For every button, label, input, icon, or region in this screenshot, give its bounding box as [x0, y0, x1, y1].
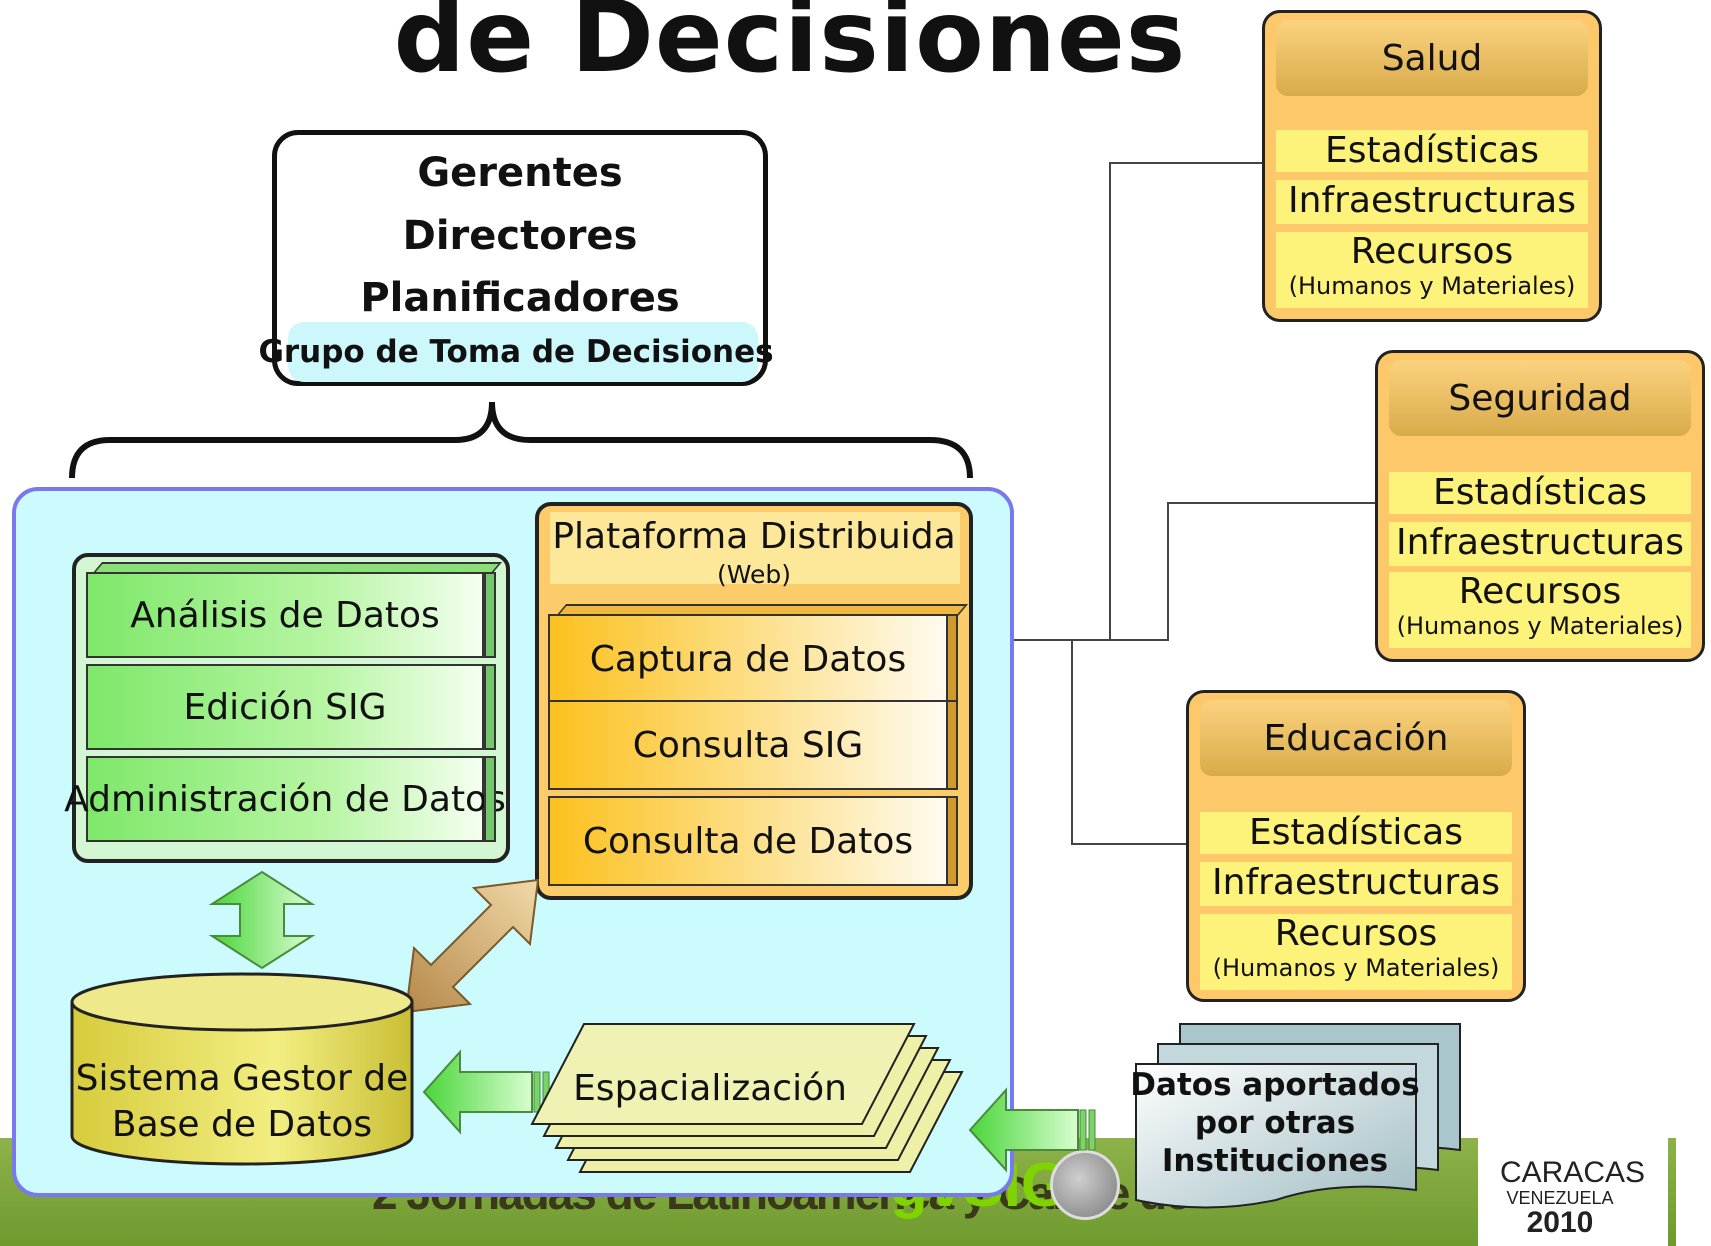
connector-seguridad — [1110, 502, 1375, 641]
footer-white-box — [1478, 1138, 1668, 1246]
sector-salud-resources-title: Recursos — [1350, 231, 1514, 272]
sector-seguridad-stats: Estadísticas — [1389, 472, 1691, 514]
group-label-background — [288, 322, 758, 382]
sector-seguridad-infra: Infraestructuras — [1389, 522, 1691, 566]
sector-salud-header: Salud — [1276, 20, 1588, 96]
role-directores: Directores — [402, 213, 638, 259]
module-side — [946, 700, 958, 790]
module-side — [946, 796, 958, 886]
external-data-line2: por otras — [1194, 1105, 1356, 1141]
module-side — [484, 664, 496, 750]
sector-salud-infra: Infraestructuras — [1276, 180, 1588, 224]
database-label-line2: Base de Datos — [111, 1104, 373, 1145]
database-icon — [70, 1002, 414, 1166]
external-data-line3: Instituciones — [1161, 1143, 1389, 1179]
database-top — [70, 972, 414, 1032]
globe-icon — [1050, 1150, 1120, 1220]
sector-educacion-resources-note: (Humanos y Materiales) — [1212, 954, 1500, 982]
external-documents-icon — [1135, 1023, 1461, 1209]
spatialization-layers — [530, 1023, 964, 1173]
decision-group-label: Grupo de Toma de Decisiones — [258, 334, 774, 370]
curly-brace — [69, 401, 973, 479]
arrow-tail — [1079, 1109, 1087, 1151]
module-captura-datos: Captura de Datos — [548, 614, 948, 704]
role-planificadores: Planificadores — [360, 275, 680, 321]
arrow-to-database — [422, 1049, 533, 1135]
sector-salud-stats: Estadísticas — [1276, 130, 1588, 172]
module-side — [484, 756, 496, 842]
database-label: Sistema Gestor de Base de Datos — [62, 1056, 422, 1148]
sector-educacion-resources: Recursos (Humanos y Materiales) — [1200, 914, 1512, 990]
sector-educacion-resources-title: Recursos — [1274, 913, 1438, 954]
sector-seguridad-header: Seguridad — [1389, 360, 1691, 436]
arrow-from-external — [968, 1087, 1079, 1173]
module-side — [484, 572, 496, 658]
sector-educacion-header: Educación — [1200, 700, 1512, 776]
sector-salud-resources-note: (Humanos y Materiales) — [1288, 272, 1576, 300]
sector-seguridad-resources-title: Recursos — [1458, 571, 1622, 612]
module-administracion-datos: Administración de Datos — [64, 756, 506, 842]
module-consulta-datos: Consulta de Datos — [548, 796, 948, 886]
module-consulta-sig: Consulta SIG — [548, 700, 948, 790]
footer-side-white — [1676, 1120, 1711, 1246]
arrow-tail — [533, 1071, 541, 1113]
diagram-title: de Decisiones — [393, 0, 1187, 95]
connector-salud — [958, 162, 1262, 641]
spatialization-label: Espacialización — [573, 1068, 847, 1109]
sector-seguridad-resources: Recursos (Humanos y Materiales) — [1389, 572, 1691, 648]
sector-educacion-infra: Infraestructuras — [1200, 862, 1512, 906]
platform-title: Plataforma Distribuida — [552, 516, 956, 557]
country-label: VENEZUELA — [1506, 1188, 1614, 1208]
role-gerentes: Gerentes — [417, 150, 623, 196]
sector-educacion-stats: Estadísticas — [1200, 812, 1512, 854]
year-label: 2010 — [1526, 1206, 1594, 1239]
module-edicion-sig: Edición SIG — [86, 664, 484, 750]
database-label-line1: Sistema Gestor de — [75, 1058, 409, 1099]
sector-seguridad-resources-note: (Humanos y Materiales) — [1396, 612, 1684, 640]
double-arrow-vertical — [208, 870, 316, 970]
double-arrow-diagonal — [404, 878, 540, 1014]
external-data-label: Datos aportados por otras Instituciones — [1120, 1066, 1430, 1180]
external-data-line1: Datos aportados — [1130, 1067, 1420, 1103]
sector-salud-resources: Recursos (Humanos y Materiales) — [1276, 232, 1588, 308]
arrow-tail — [1088, 1109, 1096, 1151]
connector-educacion — [1071, 640, 1186, 845]
platform-header-bg — [550, 512, 960, 584]
platform-subtitle: (Web) — [716, 560, 791, 589]
module-analisis-datos: Análisis de Datos — [86, 572, 484, 658]
